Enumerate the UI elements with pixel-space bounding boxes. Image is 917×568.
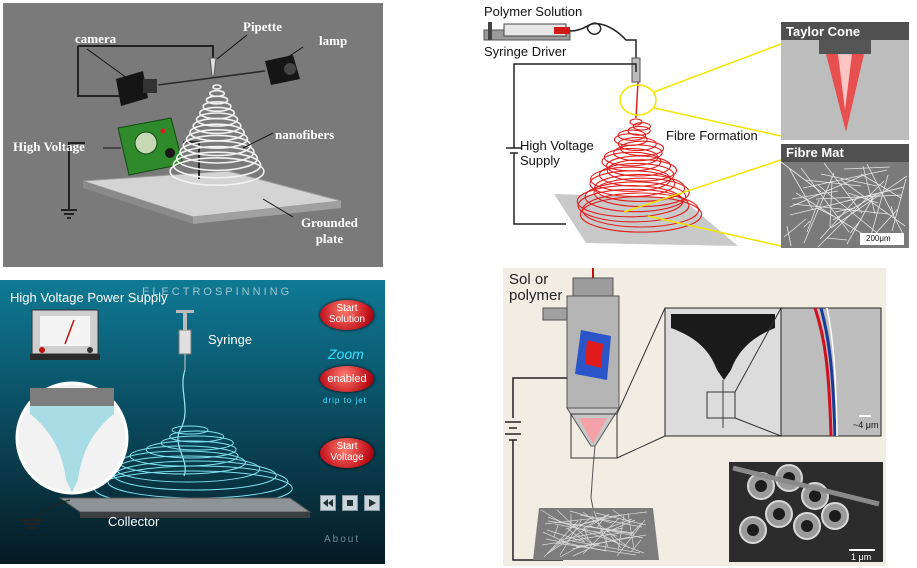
polymer-solution-label: Polymer Solution — [484, 4, 583, 19]
electrospinning-animation-panel: ELECTROSPINNING High Voltage Power Suppl… — [0, 280, 385, 564]
play-button[interactable] — [364, 495, 380, 511]
setup-3d-panel: camera Pipette lamp High Voltage nanofib… — [3, 3, 383, 267]
collector-label: Collector — [108, 514, 160, 529]
camera-label: camera — [75, 31, 117, 46]
taylor-cone-highlight — [619, 84, 657, 116]
syringe-shape — [178, 329, 192, 355]
high-voltage-supply-label: High Voltage Supply — [520, 138, 594, 168]
nozzle-illustration — [505, 268, 883, 562]
rewind-icon — [323, 499, 333, 507]
animation-illustration — [15, 309, 312, 529]
collector-plate-shape — [58, 497, 312, 513]
about-link[interactable]: About — [324, 534, 361, 545]
lamp-shape — [265, 55, 300, 85]
zoom-enabled-button[interactable]: enabled — [320, 366, 374, 392]
syringe-driver-label: Syringe Driver — [484, 44, 567, 59]
zoom-box-1 — [570, 413, 618, 459]
taylor-cone-zoom — [30, 404, 114, 492]
camera-wire — [77, 46, 121, 97]
fibre-formation-label: Fibre Formation — [666, 128, 758, 143]
setup-illustration — [61, 34, 342, 224]
camera-shape — [116, 71, 148, 106]
app-title: ELECTROSPINNING — [142, 286, 293, 298]
rewind-button[interactable] — [320, 495, 336, 511]
hollow-fibre-tubes — [732, 464, 880, 544]
start-solution-button[interactable]: Start Solution — [320, 300, 374, 330]
taylor-cone-label: Taylor Cone — [786, 24, 861, 39]
nanofiber-spiral — [169, 84, 265, 187]
fibre-mat-label: Fibre Mat — [786, 145, 844, 160]
scale-1um-label: 1 μm — [851, 552, 872, 562]
drip-to-jet-label: drip to jet — [323, 396, 367, 405]
grounded-plate-label: Grounded plate — [301, 215, 358, 246]
sol-or-polymer-label: Sol or polymer — [509, 271, 563, 304]
scale-4um-label: ~4 μm — [853, 420, 879, 430]
nanofibers-label: nanofibers — [275, 127, 335, 142]
pipette-shape — [209, 57, 217, 77]
lamp-label: lamp — [319, 33, 348, 48]
stop-button[interactable] — [342, 495, 358, 511]
power-supply-label: High Voltage Power Supply — [10, 290, 168, 305]
schematic-illustration — [483, 22, 909, 248]
nozzle-microscopy-panel: Sol or polymer ~4 μm 1 μm — [503, 268, 886, 566]
fibre-mat-texture — [540, 509, 648, 558]
start-voltage-button[interactable]: Start Voltage — [320, 438, 374, 468]
fibre-mat-texture — [780, 161, 908, 248]
ground-wire — [68, 142, 85, 210]
zoom-label: Zoom — [328, 346, 364, 362]
syringe-label: Syringe — [208, 332, 253, 347]
stop-icon — [347, 500, 353, 506]
pipette-label: Pipette — [243, 19, 282, 34]
schematic-panel: Polymer Solution Syringe Driver Taylor C… — [476, 0, 917, 262]
play-icon — [369, 499, 376, 507]
scale-bar-label: 200μm — [866, 234, 891, 243]
high-voltage-label: High Voltage — [13, 139, 85, 154]
